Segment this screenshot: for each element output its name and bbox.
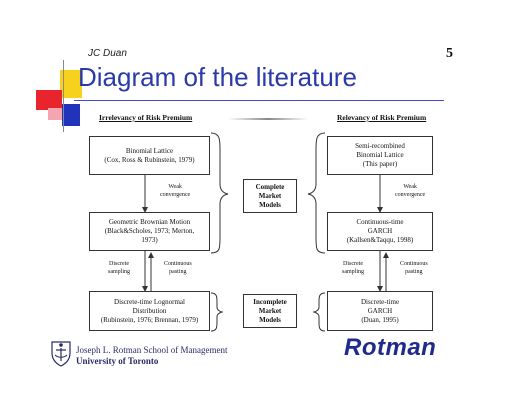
deco-pink-square — [48, 108, 62, 120]
page-title: Diagram of the literature — [78, 62, 357, 92]
heading-separator — [228, 118, 308, 120]
deco-yellow-square — [60, 70, 82, 98]
brace-right-top — [307, 132, 326, 254]
box-discrete-garch: Discrete-time GARCH (Duan, 1995) — [327, 291, 433, 331]
school-name: Joseph L. Rotman School of Management — [76, 345, 228, 355]
crest-icon — [51, 341, 71, 367]
author-label: JC Duan — [88, 48, 127, 59]
deco-vline — [63, 60, 64, 132]
page-number: 5 — [446, 46, 453, 61]
brace-left-top — [210, 132, 229, 254]
box-geometric-brownian-motion: Geometric Brownian Motion (Black&Scholes… — [89, 212, 210, 251]
box-binomial-lattice: Binomial Lattice (Cox, Ross & Rubinstein… — [89, 136, 210, 175]
box-continuous-garch: Continuous-time GARCH (Kallsen&Taqqu, 19… — [327, 212, 433, 251]
rotman-logo: Rotman — [344, 334, 437, 361]
university-name: University of Toronto — [76, 356, 159, 366]
left-column-heading: Irrelevancy of Risk Premium — [99, 113, 193, 122]
deco-blue-square — [62, 104, 80, 126]
deco-red-square — [36, 90, 62, 110]
box-incomplete-market-models: Incomplete Market Models — [243, 294, 297, 328]
box-complete-market-models: Complete Market Models — [243, 179, 297, 213]
right-column-heading: Relevancy of Risk Premium — [337, 113, 427, 122]
brace-left-bottom — [210, 292, 224, 332]
brace-right-bottom — [312, 292, 326, 332]
title-rule — [74, 100, 444, 101]
box-discrete-lognormal: Discrete-time Lognormal Distribution (Ru… — [89, 291, 210, 331]
box-semi-recombined-lattice: Semi-recombined Binomial Lattice (This p… — [327, 136, 433, 175]
